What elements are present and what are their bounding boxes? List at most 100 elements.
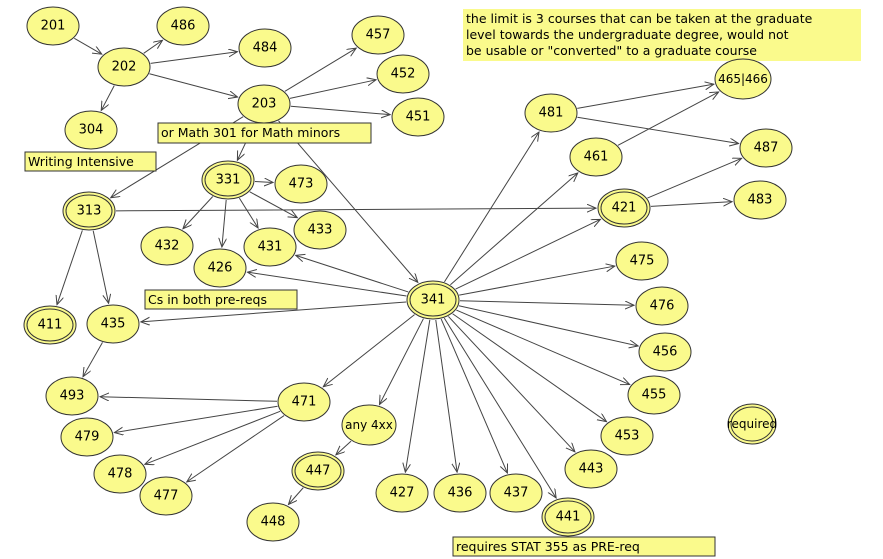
note-limit-line-2: level towards the undergraduate degree, … [466, 27, 789, 42]
node-452-label: 452 [391, 67, 416, 82]
node-456[interactable]: 456 [638, 332, 692, 372]
node-435[interactable]: 435 [86, 304, 140, 344]
nodes-layer: 201 202 486 484 304 203 457 452 451 331 473 433 431 4… [23, 6, 793, 542]
edge-202-to-304 [101, 85, 115, 111]
node-437[interactable]: 437 [489, 473, 543, 513]
edge-341-to-441 [443, 317, 556, 498]
node-432[interactable]: 432 [140, 226, 194, 266]
node-479[interactable]: 479 [60, 417, 114, 457]
node-435-ellipse [86, 304, 140, 344]
node-478-ellipse [93, 454, 147, 494]
node-448[interactable]: 448 [246, 502, 300, 542]
node-331-label: 331 [216, 173, 241, 188]
node-473-ellipse [274, 164, 328, 204]
node-486-label: 486 [171, 19, 196, 34]
node-433-label: 433 [308, 223, 333, 238]
edge-341-to-431 [296, 255, 409, 293]
node-465466[interactable]: 465|466 [714, 58, 772, 100]
node-331[interactable]: 331 [201, 160, 255, 200]
node-457[interactable]: 457 [351, 15, 405, 55]
node-487[interactable]: 487 [739, 128, 793, 168]
node-313-label: 313 [77, 204, 102, 219]
node-435-label: 435 [101, 317, 126, 332]
node-411-inner-ring [26, 308, 74, 342]
node-486[interactable]: 486 [156, 6, 210, 46]
node-433[interactable]: 433 [293, 210, 347, 250]
node-203-label: 203 [252, 97, 277, 112]
node-487-ellipse [739, 128, 793, 168]
note-writing-line-1: Writing Intensive [28, 154, 134, 169]
edge-341-to-421 [455, 219, 601, 290]
notes-layer: the limit is 3 courses that can be taken… [24, 9, 861, 557]
node-426[interactable]: 426 [193, 248, 247, 288]
node-477[interactable]: 477 [139, 476, 193, 516]
node-478[interactable]: 478 [93, 454, 147, 494]
node-421[interactable]: 421 [597, 188, 651, 228]
node-475[interactable]: 475 [615, 241, 669, 281]
node-461-ellipse [569, 137, 623, 177]
edge-202-to-203 [149, 73, 237, 97]
edge-341-to-443 [448, 316, 575, 451]
node-427[interactable]: 427 [375, 473, 429, 513]
node-426-label: 426 [208, 261, 233, 276]
node-203[interactable]: 203 [237, 84, 291, 124]
edge-331-to-426 [222, 199, 226, 247]
node-421-inner-ring [600, 191, 648, 225]
node-201-ellipse [26, 6, 80, 46]
node-484-label: 484 [253, 41, 278, 56]
edge-331-to-431 [238, 197, 258, 228]
node-304-label: 304 [79, 123, 104, 138]
node-304-ellipse [64, 110, 118, 150]
node-legend-required[interactable]: required [727, 403, 777, 445]
node-484[interactable]: 484 [238, 28, 292, 68]
node-473-label: 473 [289, 177, 314, 192]
edge-481-to-465466 [577, 84, 714, 109]
node-203-ellipse [237, 84, 291, 124]
node-483[interactable]: 483 [733, 180, 787, 220]
note-stat-line-1: requires STAT 355 as PRE-req [456, 539, 640, 554]
edge-341-to-481 [444, 132, 539, 283]
node-473[interactable]: 473 [274, 164, 328, 204]
node-411[interactable]: 411 [23, 305, 77, 345]
node-313[interactable]: 313 [62, 191, 116, 231]
node-476[interactable]: 476 [635, 286, 689, 326]
node-341[interactable]: 341 [406, 280, 460, 320]
node-455[interactable]: 455 [627, 375, 681, 415]
edge-313-to-411 [57, 230, 83, 304]
edge-331-to-433 [249, 191, 298, 218]
node-431[interactable]: 431 [243, 227, 297, 267]
node-202[interactable]: 202 [97, 47, 151, 87]
node-481[interactable]: 481 [524, 93, 578, 133]
node-493[interactable]: 493 [45, 376, 99, 416]
node-447-label: 447 [306, 464, 331, 479]
node-451-label: 451 [406, 110, 431, 125]
node-any4xx[interactable]: any 4xx [341, 404, 397, 446]
node-493-ellipse [45, 376, 99, 416]
node-451[interactable]: 451 [391, 97, 445, 137]
note-math301-line-1: or Math 301 for Math minors [161, 125, 340, 140]
node-461-label: 461 [584, 150, 609, 165]
node-441-label: 441 [556, 510, 581, 525]
node-476-label: 476 [650, 299, 675, 314]
note-limit: the limit is 3 courses that can be taken… [463, 9, 861, 61]
node-452[interactable]: 452 [376, 54, 430, 94]
node-304[interactable]: 304 [64, 110, 118, 150]
node-447[interactable]: 447 [291, 451, 345, 491]
node-legend-required-inner-ring [730, 406, 774, 442]
edges-layer [57, 37, 742, 504]
node-443[interactable]: 443 [564, 449, 618, 489]
node-453-label: 453 [615, 429, 640, 444]
edge-341-to-any4xx [379, 318, 424, 405]
node-437-label: 437 [504, 486, 529, 501]
node-436[interactable]: 436 [433, 473, 487, 513]
edge-481-to-487 [577, 116, 738, 143]
node-461[interactable]: 461 [569, 137, 623, 177]
node-471[interactable]: 471 [277, 382, 331, 422]
node-legend-required-label: required [727, 417, 777, 431]
node-441[interactable]: 441 [541, 497, 595, 537]
node-453[interactable]: 453 [600, 416, 654, 456]
node-486-ellipse [156, 6, 210, 46]
edge-201-to-202 [74, 37, 102, 54]
node-201[interactable]: 201 [26, 6, 80, 46]
